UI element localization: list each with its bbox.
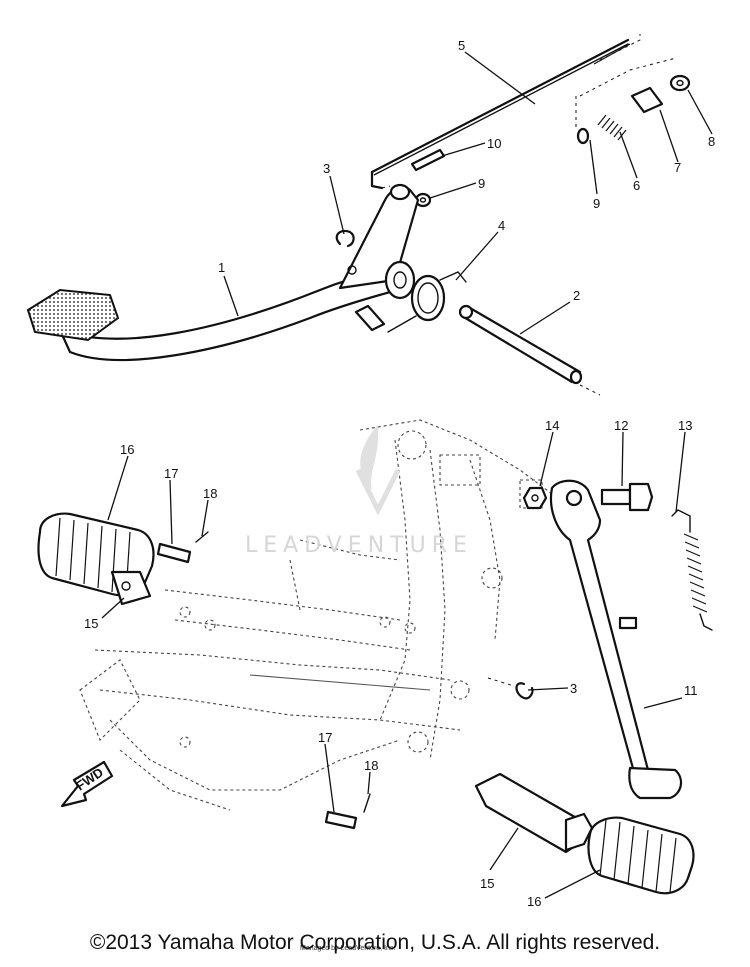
footrest-right: [324, 772, 695, 895]
callout-9: 9: [593, 196, 600, 211]
copyright-notice: ©2013 Yamaha Motor Corporation, U.S.A. A…: [89, 931, 661, 954]
callout-7: 7: [674, 160, 681, 175]
callout-16: 16: [527, 894, 541, 909]
callout-5: 5: [458, 38, 465, 53]
frame-outline: [79, 419, 601, 811]
leader-lines: [101, 51, 713, 899]
callout-2: 2: [573, 288, 580, 303]
stand-spring: [671, 509, 713, 631]
watermark-text: LEADVENTURE: [245, 533, 473, 558]
footrest-left: [37, 512, 209, 606]
brake-rod: [370, 34, 641, 190]
callout-14: 14: [545, 418, 559, 433]
return-spring: [387, 271, 467, 333]
callout-16: 16: [120, 442, 134, 457]
callout-10: 10: [487, 136, 501, 151]
watermark: LEADVENTURE: [245, 425, 473, 558]
callout-8: 8: [708, 134, 715, 149]
callout-11: 11: [684, 683, 698, 698]
callout-15: 15: [480, 876, 494, 891]
callout-18: 18: [203, 486, 217, 501]
stand-nut: [522, 486, 548, 510]
circlip-lower: [515, 682, 534, 700]
callout-13: 13: [678, 418, 692, 433]
side-stand: [549, 479, 683, 800]
callout-18: 18: [364, 758, 378, 773]
callouts: 1 2 3 3 4 5 6 7 8 9 9 10 11 12 13 14 15 …: [84, 38, 715, 909]
stand-bolt: [600, 482, 654, 512]
rod-adjuster-group: [575, 57, 691, 145]
callout-1: 1: [218, 260, 225, 275]
managed-by-footnote: Managed by LeadVenture, Inc.: [300, 945, 395, 952]
callout-6: 6: [633, 178, 640, 193]
circlip-upper: [335, 229, 355, 248]
callout-9: 9: [478, 176, 485, 191]
callout-3: 3: [323, 161, 330, 176]
callout-4: 4: [498, 218, 505, 233]
brake-pedal: [26, 183, 420, 362]
callout-12: 12: [614, 418, 628, 433]
callout-3: 3: [570, 681, 577, 696]
pivot-shaft: [458, 304, 601, 396]
fwd-arrow: FWD: [60, 760, 114, 808]
callout-15: 15: [84, 616, 98, 631]
callout-17: 17: [318, 730, 332, 745]
callout-17: 17: [164, 466, 178, 481]
